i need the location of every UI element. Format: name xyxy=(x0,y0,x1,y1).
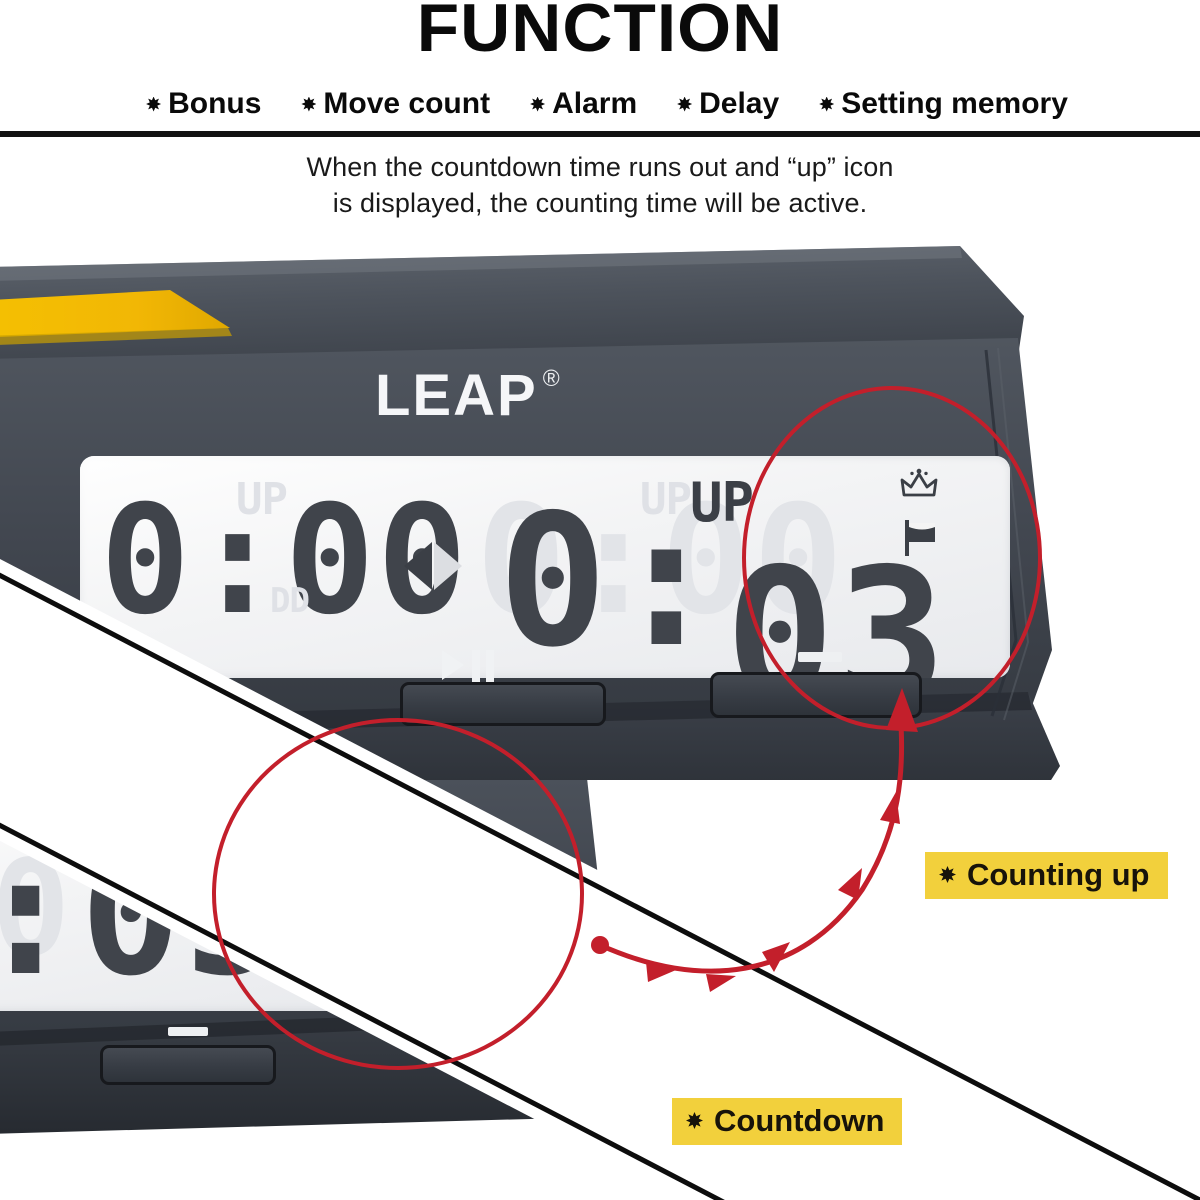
callout-label: Countdown xyxy=(714,1103,885,1138)
left-up-indicator-inactive: UP xyxy=(236,474,288,525)
brand-name: LEAP xyxy=(375,363,538,428)
callout-counting-up: Counting up xyxy=(925,852,1168,899)
play-pause-icon xyxy=(442,650,494,682)
minus-button-countdown[interactable] xyxy=(100,1045,276,1085)
callout-label: Counting up xyxy=(967,857,1150,892)
highlight-ellipse-countdown xyxy=(212,718,584,1070)
feature-list: Bonus Move count Alarm Delay Setting mem… xyxy=(0,82,1200,126)
feature-label: Bonus xyxy=(168,87,262,120)
center-button-counting-up[interactable] xyxy=(400,682,606,726)
header: FUNCTION Bonus Move count Alarm Delay Se… xyxy=(0,0,1200,138)
highlight-ellipse-counting-up xyxy=(742,386,1042,730)
feature-label: Move count xyxy=(323,87,491,120)
feature-item-delay: Delay xyxy=(657,89,799,119)
feature-label: Setting memory xyxy=(841,87,1068,120)
feature-item-setting-memory: Setting memory xyxy=(799,89,1082,119)
registered-mark-icon: ® xyxy=(542,365,560,391)
left-dd-indicator: DD xyxy=(270,581,310,621)
description-line-2: is displayed, the counting time will be … xyxy=(332,187,868,218)
left-triangle-icon xyxy=(404,542,462,590)
brand-logo: LEAP ® xyxy=(375,362,560,429)
header-divider xyxy=(0,131,1200,137)
middle-up-indicator-inactive: UP xyxy=(640,474,692,525)
star-bullet-icon xyxy=(939,866,956,883)
left-player-digits: 0:00 xyxy=(100,474,470,648)
star-bullet-icon xyxy=(819,96,835,112)
star-bullet-icon xyxy=(146,96,162,112)
page-title: FUNCTION xyxy=(416,0,784,66)
star-bullet-icon xyxy=(301,96,317,112)
product-photo-composite: AP ® 0:0 UP 0 xyxy=(0,190,1200,1200)
star-bullet-icon xyxy=(677,96,693,112)
callout-countdown: Countdown xyxy=(672,1098,903,1145)
feature-label: Alarm xyxy=(552,87,638,120)
button-indicator-dash xyxy=(168,1027,208,1036)
feature-item-bonus: Bonus xyxy=(118,89,281,119)
time-digit-hours: 0 xyxy=(498,475,610,678)
feature-item-move-count: Move count xyxy=(281,89,510,119)
star-bullet-icon xyxy=(686,1112,703,1129)
feature-label: Delay xyxy=(699,87,780,120)
star-bullet-icon xyxy=(530,96,546,112)
description-text: When the countdown time runs out and “up… xyxy=(0,150,1200,221)
description-line-1: When the countdown time runs out and “up… xyxy=(306,152,894,182)
feature-item-alarm: Alarm xyxy=(510,89,657,119)
time-separator: : xyxy=(611,475,724,678)
